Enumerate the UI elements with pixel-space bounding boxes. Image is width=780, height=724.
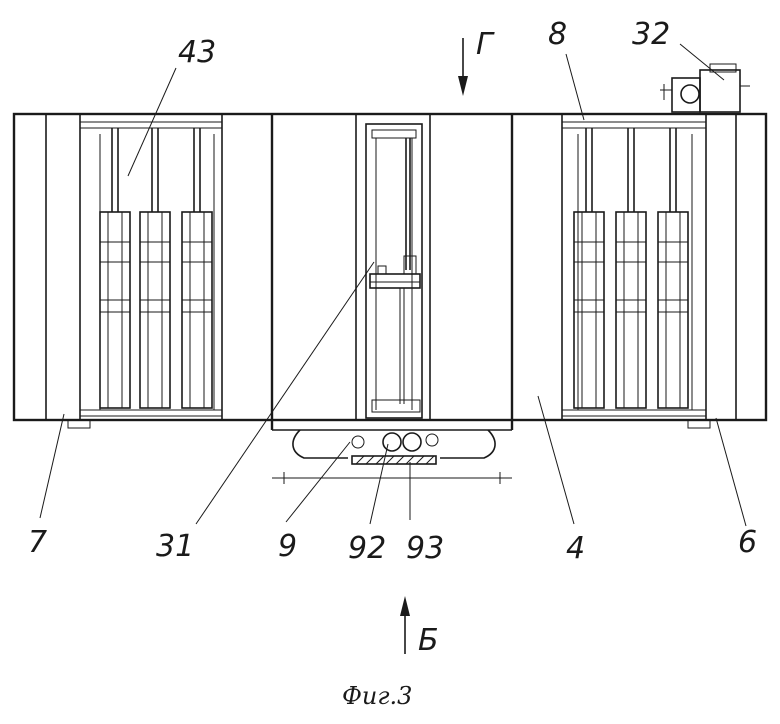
label-9: 9	[278, 529, 297, 564]
label-43: 43	[178, 35, 216, 70]
label-32: 32	[632, 17, 670, 52]
drive-motor	[660, 63, 750, 113]
view-arrow-top	[458, 38, 468, 96]
cylinder-unit	[657, 128, 689, 409]
drive-roller	[351, 435, 365, 449]
label-4: 4	[566, 531, 585, 566]
view-label-top: Г	[476, 27, 495, 62]
label-6: 6	[738, 525, 757, 560]
view-label-bottom: Б	[418, 623, 439, 658]
drive-roller	[425, 433, 439, 447]
label-93: 93	[406, 531, 444, 566]
drive-roller	[402, 432, 422, 452]
leader-lines	[39, 43, 747, 527]
left-cassette	[80, 121, 222, 417]
cylinder-unit	[615, 128, 647, 409]
label-31: 31	[156, 529, 194, 564]
right-cassette	[562, 121, 706, 417]
drive-housing	[272, 429, 512, 484]
label-7: 7	[28, 525, 47, 560]
cylinder-unit	[181, 128, 213, 409]
cylinder-unit	[99, 128, 131, 409]
view-arrow-bottom	[400, 596, 410, 654]
label-8: 8	[548, 17, 567, 52]
cylinder-unit	[573, 128, 605, 409]
drive-roller	[382, 432, 402, 452]
main-frame	[12, 112, 768, 430]
figure-caption: Фиг.3	[342, 682, 412, 710]
label-92: 92	[348, 531, 386, 566]
central-mechanism	[365, 123, 423, 419]
cylinder-unit	[139, 128, 171, 409]
